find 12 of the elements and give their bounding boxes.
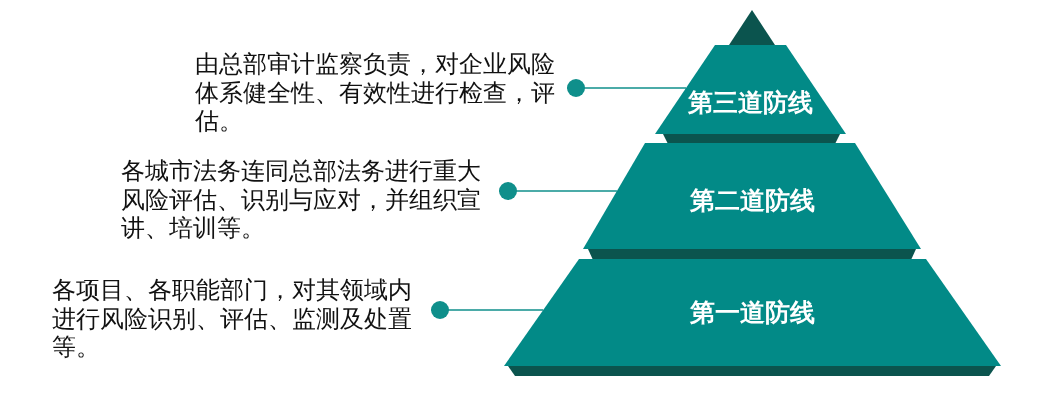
pyramid-tier	[583, 143, 921, 249]
tier-label: 第三道防线	[688, 87, 813, 117]
description-text: 各项目、各职能部门，对其领域内进行风险识别、评估、监测及处置等。	[52, 276, 431, 362]
tier-label: 第一道防线	[690, 297, 815, 327]
pyramid-tier	[655, 45, 846, 134]
pyramid-tier	[504, 259, 1001, 366]
tier-label: 第二道防线	[689, 185, 815, 215]
description-text: 由总部审计监察负责，对企业风险体系健全性、有效性进行检查，评估。	[195, 50, 567, 136]
leader-line	[566, 79, 687, 97]
description-text: 各城市法务连同总部法务进行重大风险评估、识别与应对，并组织宣讲、培训等。	[121, 157, 499, 243]
leader-line	[498, 182, 618, 200]
leader-line	[430, 301, 544, 319]
